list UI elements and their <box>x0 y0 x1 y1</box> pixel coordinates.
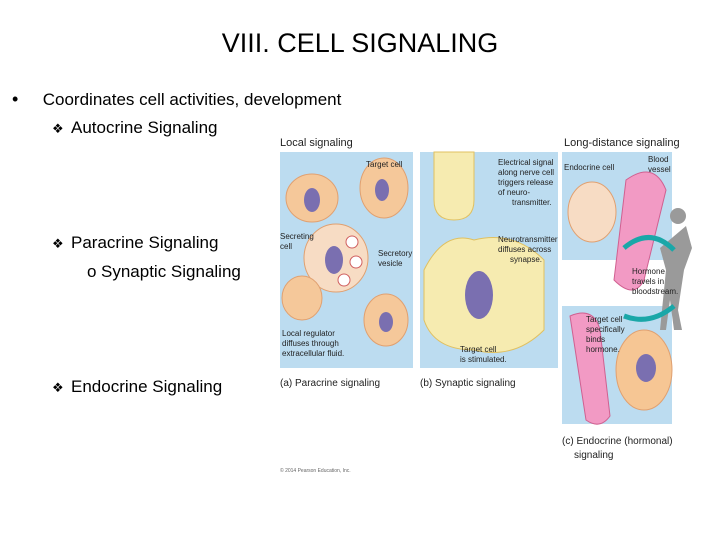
label-binds-1: Target cell <box>586 315 623 324</box>
item-paracrine: ❖ Paracrine Signaling <box>52 233 218 253</box>
label-target-cell: Target cell <box>366 160 403 169</box>
nucleus-shape <box>465 271 493 319</box>
label-hormone-3: bloodstream. <box>632 287 678 296</box>
item-label: Synaptic Signaling <box>101 262 241 281</box>
cell-signaling-figure: Local signaling Long-distance signaling … <box>280 137 692 474</box>
label-neuro-3: synapse. <box>510 255 542 264</box>
label-neuro-1: Neurotransmitter <box>498 235 558 244</box>
label-blood-2: vessel <box>648 165 671 174</box>
main-bullet: • Coordinates cell activities, developme… <box>12 89 341 110</box>
bullet-dot: • <box>12 89 19 109</box>
long-distance-heading: Long-distance signaling <box>564 137 680 149</box>
label-endocrine-cell: Endocrine cell <box>564 163 614 172</box>
label-vesicle-1: Secretory <box>378 249 412 258</box>
endocrine-caption-1: (c) Endocrine (hormonal) <box>562 436 673 447</box>
label-hormone-2: travels in <box>632 277 664 286</box>
label-regulator-2: diffuses through <box>282 339 339 348</box>
arrow-down-icon <box>623 304 676 322</box>
item-label: Paracrine Signaling <box>71 233 219 252</box>
label-electrical-4: of neuro- <box>498 188 530 197</box>
label-stimulated-2: is stimulated. <box>460 355 507 364</box>
nucleus-shape <box>304 188 320 212</box>
label-binds-4: hormone. <box>586 345 620 354</box>
label-electrical-5: transmitter. <box>512 198 552 207</box>
paracrine-caption: (a) Paracrine signaling <box>280 378 380 389</box>
axon-terminal-shape <box>433 151 475 221</box>
local-signaling-heading: Local signaling <box>280 137 353 149</box>
item-autocrine: ❖ Autocrine Signaling <box>52 118 217 138</box>
label-stimulated-1: Target cell <box>460 345 497 354</box>
label-electrical-3: triggers release <box>498 178 554 187</box>
diamond-bullet-icon: ❖ <box>52 380 64 395</box>
item-endocrine: ❖ Endocrine Signaling <box>52 377 222 397</box>
endocrine-caption-2: signaling <box>574 450 613 461</box>
synaptic-caption: (b) Synaptic signaling <box>420 378 516 389</box>
label-regulator-3: extracellular fluid. <box>282 349 344 358</box>
copyright-text: © 2014 Pearson Education, Inc. <box>280 467 351 474</box>
main-bullet-text: Coordinates cell activities, development <box>42 90 342 109</box>
blood-vessel-shape <box>613 171 667 291</box>
human-figure-icon <box>660 226 692 330</box>
vesicle-shape <box>345 235 359 249</box>
label-secreting-2: cell <box>280 242 292 251</box>
nucleus-shape <box>379 312 393 332</box>
diamond-bullet-icon: ❖ <box>52 121 64 136</box>
label-hormone-1: Hormone <box>632 267 665 276</box>
paracrine-panel: Target cell Secreting cell Secretory ves… <box>280 152 413 368</box>
label-secreting-1: Secreting <box>280 232 314 241</box>
label-electrical-1: Electrical signal <box>498 158 554 167</box>
circle-bullet-icon: o <box>87 262 97 281</box>
label-binds-3: binds <box>586 335 605 344</box>
label-regulator-1: Local regulator <box>282 329 335 338</box>
endocrine-panel: Endocrine cell Blood vessel Hormone trav… <box>562 152 692 425</box>
item-label: Autocrine Signaling <box>71 118 218 137</box>
nucleus-shape <box>636 354 656 382</box>
diamond-bullet-icon: ❖ <box>52 236 64 251</box>
label-vesicle-2: vesicle <box>378 259 403 268</box>
label-electrical-2: along nerve cell <box>498 168 554 177</box>
cell-shape <box>281 275 323 321</box>
endocrine-cell-shape <box>567 181 617 243</box>
synaptic-panel: Electrical signal along nerve cell trigg… <box>420 151 558 368</box>
vesicle-shape <box>337 273 351 287</box>
nucleus-shape <box>325 246 343 274</box>
label-blood-1: Blood <box>648 155 668 164</box>
label-neuro-2: diffuses across <box>498 245 551 254</box>
label-binds-2: specifically <box>586 325 625 334</box>
vesicle-shape <box>349 255 363 269</box>
nucleus-shape <box>375 179 389 201</box>
item-label: Endocrine Signaling <box>71 377 223 396</box>
blood-vessel-shape <box>569 312 611 425</box>
human-head-icon <box>670 208 686 224</box>
arrow-up-icon <box>622 235 676 252</box>
slide-title: VIII. CELL SIGNALING <box>221 28 499 58</box>
